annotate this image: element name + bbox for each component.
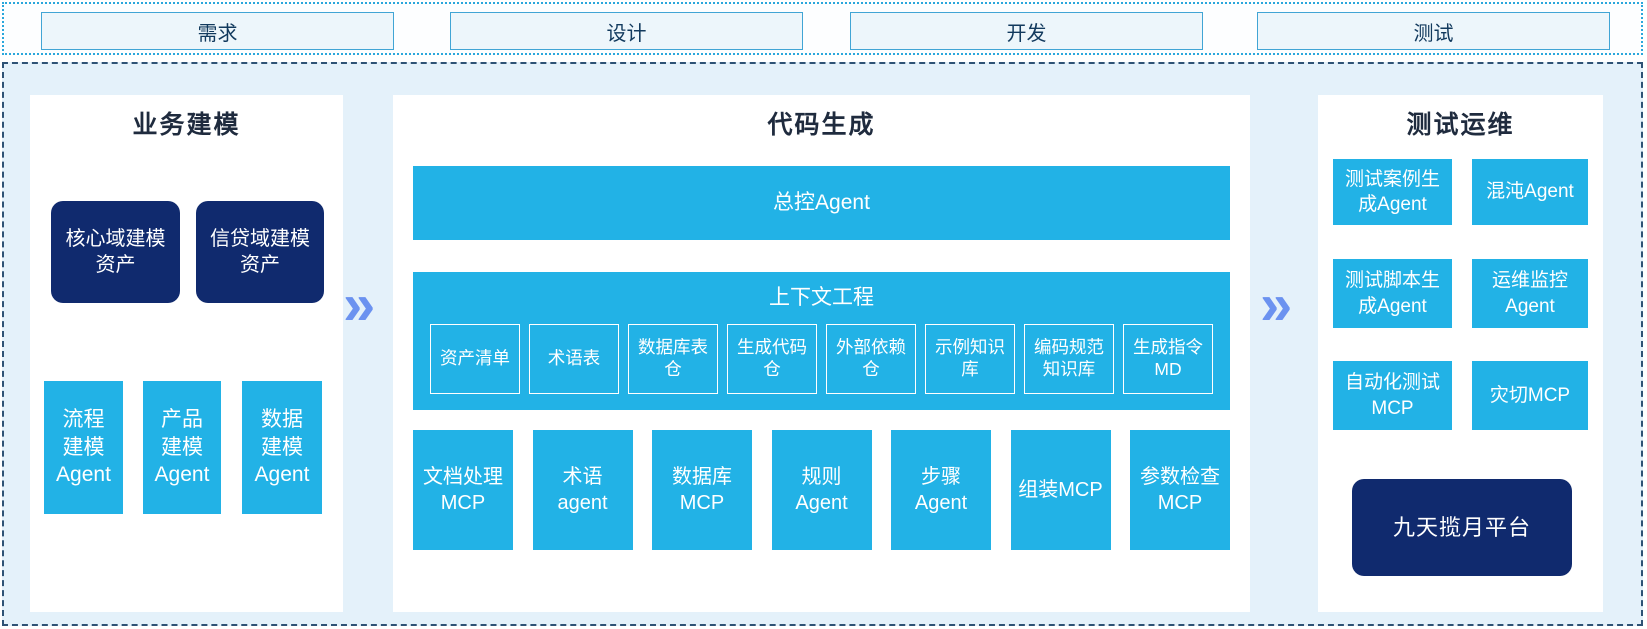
code-generation-panel: 代码生成 总控Agent 上下文工程 资产清单 术语表 数据库表仓 生成代码仓 … — [393, 95, 1250, 612]
context-engineering-bar: 上下文工程 资产清单 术语表 数据库表仓 生成代码仓 外部依赖仓 示例知识库 编… — [413, 272, 1230, 410]
core-domain-modeling-assets-box: 核心域建模资产 — [51, 201, 180, 303]
context-engineering-title: 上下文工程 — [769, 286, 874, 309]
chaos-agent-box: 混沌Agent — [1472, 159, 1588, 225]
terminology-agent-box: 术语agent — [532, 430, 633, 550]
example-knowledge-box: 示例知识库 — [925, 324, 1015, 394]
main-area: 业务建模 核心域建模资产 信贷域建模资产 流程建模Agent 产品建模Agent… — [2, 62, 1643, 626]
phase-box-development: 开发 — [850, 12, 1203, 50]
coding-standard-knowledge-box: 编码规范知识库 — [1024, 324, 1114, 394]
ops-monitor-agent-box: 运维监控Agent — [1472, 259, 1588, 328]
flow-arrow-2: » — [1260, 272, 1293, 337]
generation-instruction-md-box: 生成指令MD — [1123, 324, 1213, 394]
step-agent-box: 步骤Agent — [891, 430, 991, 550]
credit-domain-modeling-assets-box: 信贷域建模资产 — [196, 201, 324, 303]
data-modeling-agent-box: 数据建模Agent — [242, 381, 322, 514]
generated-code-repo-box: 生成代码仓 — [727, 324, 817, 394]
phase-box-testing: 测试 — [1257, 12, 1610, 50]
phase-strip: 需求 设计 开发 测试 — [2, 2, 1643, 55]
phase-box-design: 设计 — [450, 12, 803, 50]
test-case-gen-agent-box: 测试案例生成Agent — [1333, 159, 1452, 225]
test-ops-title: 测试运维 — [1406, 111, 1515, 139]
database-mcp-box: 数据库MCP — [652, 430, 752, 550]
doc-processing-mcp-box: 文档处理MCP — [413, 430, 513, 550]
flow-arrow-1: » — [343, 272, 376, 337]
param-check-mcp-box: 参数检查MCP — [1130, 430, 1230, 550]
master-control-agent-bar: 总控Agent — [413, 166, 1230, 240]
rule-agent-box: 规则Agent — [771, 430, 872, 550]
asset-list-box: 资产清单 — [430, 324, 520, 394]
process-modeling-agent-box: 流程建模Agent — [44, 381, 123, 514]
glossary-box: 术语表 — [529, 324, 619, 394]
test-script-gen-agent-box: 测试脚本生成Agent — [1333, 259, 1452, 328]
test-ops-panel: 测试运维 测试案例生成Agent 混沌Agent 测试脚本生成Agent 运维监… — [1318, 95, 1603, 612]
external-deps-repo-box: 外部依赖仓 — [826, 324, 916, 394]
database-table-repo-box: 数据库表仓 — [628, 324, 718, 394]
disaster-switch-mcp-box: 灾切MCP — [1472, 361, 1588, 430]
assembly-mcp-box: 组装MCP — [1010, 430, 1111, 550]
business-modeling-panel: 业务建模 核心域建模资产 信贷域建模资产 流程建模Agent 产品建模Agent… — [30, 95, 343, 612]
auto-test-mcp-box: 自动化测试MCP — [1333, 361, 1452, 430]
product-modeling-agent-box: 产品建模Agent — [143, 381, 221, 514]
code-generation-tools: 文档处理MCP 术语agent 数据库MCP 规则Agent 步骤Agent 组… — [413, 430, 1230, 550]
jiutian-lanyue-platform-box: 九天揽月平台 — [1352, 479, 1572, 576]
phase-box-requirements: 需求 — [41, 12, 394, 50]
code-generation-title: 代码生成 — [767, 111, 876, 139]
business-modeling-title: 业务建模 — [132, 111, 241, 139]
context-engineering-items: 资产清单 术语表 数据库表仓 生成代码仓 外部依赖仓 示例知识库 编码规范知识库… — [430, 324, 1213, 394]
